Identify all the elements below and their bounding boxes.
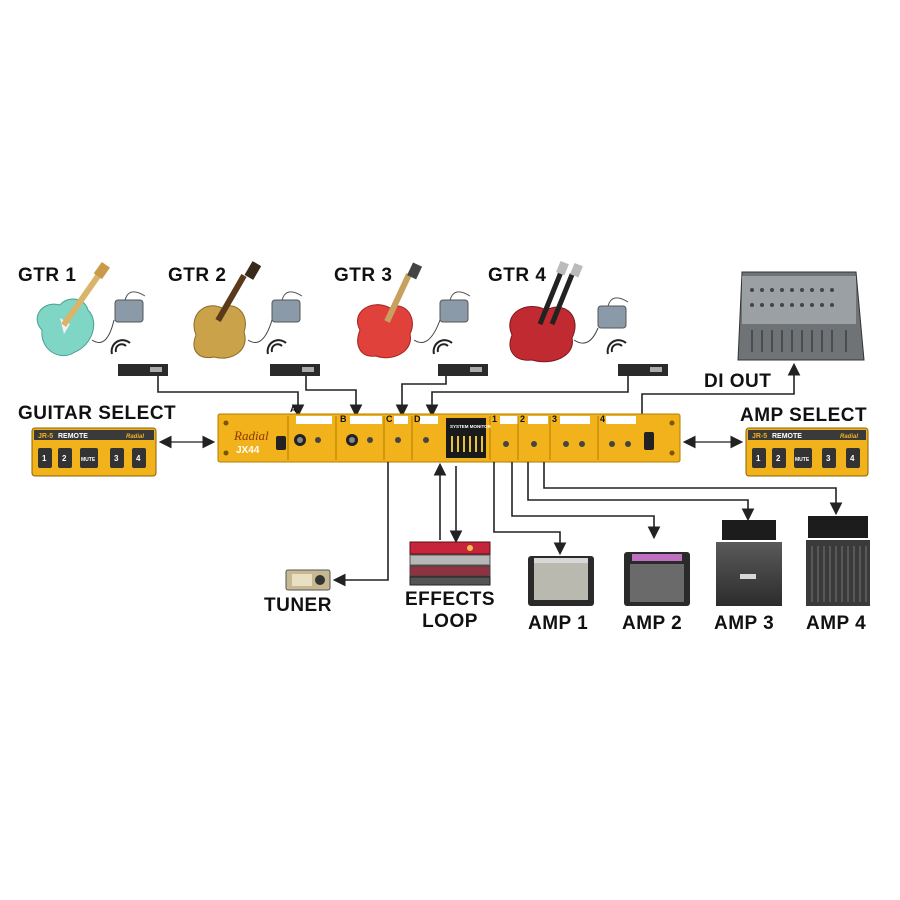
input-a-label: A — [290, 404, 297, 414]
cable-gtr3-to-input-c — [395, 376, 447, 418]
wireless-3-icon — [432, 339, 453, 355]
cable-to-amp2 — [511, 462, 661, 540]
remote-right-button-1: 1 — [756, 454, 761, 463]
remote-right-brand: Radial — [840, 434, 858, 440]
remote-left-brand: Radial — [126, 434, 144, 440]
amp-1-icon — [528, 556, 594, 606]
remote-left-button-3: 3 — [114, 454, 119, 463]
amp-3-icon — [716, 520, 782, 606]
amp1-label: AMP 1 — [528, 613, 589, 634]
cable-di-out-to-mixer — [641, 362, 801, 414]
remote-left-button-mute: MUTE — [81, 457, 96, 463]
effects-loop-label-line1: EFFECTS — [404, 589, 496, 610]
remote-left-badge: JR-5 — [38, 433, 53, 440]
input-c-label: C — [386, 414, 393, 424]
remote-left-name: REMOTE — [58, 433, 88, 440]
receiver-4-icon — [618, 364, 668, 376]
wireless-2-icon — [266, 339, 287, 355]
cable-gtr2-to-input-b — [305, 376, 363, 418]
guitar-select-remote — [31, 427, 157, 477]
brand-logo: Radial — [233, 428, 269, 443]
output-1-label: 1 — [492, 414, 497, 424]
guitar-3-icon — [357, 262, 423, 359]
amp3-label: AMP 3 — [714, 613, 775, 634]
cable-to-tuner — [332, 462, 389, 587]
model-name: JX44 — [236, 445, 260, 456]
guitar-1-icon — [36, 261, 110, 357]
guitar-select-label: GUITAR SELECT — [18, 403, 177, 424]
remote-right-button-mute: MUTE — [795, 457, 810, 463]
amp2-label: AMP 2 — [622, 613, 683, 634]
di-out-label: DI OUT — [704, 371, 772, 392]
output-4-label: 4 — [600, 414, 605, 424]
gtr3-label: GTR 3 — [334, 265, 393, 286]
amp-2-icon — [624, 552, 690, 606]
remote-right-badge: JR-5 — [752, 433, 767, 440]
cable-to-amp4 — [543, 462, 843, 516]
cable-gtr1-to-input-a — [157, 376, 305, 418]
remote-right-button-2: 2 — [776, 454, 781, 463]
input-d-label: D — [414, 414, 421, 424]
remote-right-button-3: 3 — [826, 454, 831, 463]
effects-loop-label-line2: LOOP — [422, 611, 478, 632]
output-3-label: 3 — [552, 414, 557, 424]
gtr1-label: GTR 1 — [18, 265, 77, 286]
beltpack-3-icon — [439, 291, 471, 323]
remote-left-button-2: 2 — [62, 454, 67, 463]
cable-to-amp1 — [493, 462, 567, 556]
tuner-icon — [285, 569, 331, 591]
remote-right-button-4: 4 — [850, 454, 855, 463]
amp4-label: AMP 4 — [806, 613, 867, 634]
receiver-3-icon — [438, 364, 488, 376]
mixer-icon — [737, 271, 865, 361]
jx44-unit — [217, 413, 681, 463]
effects-rack-icon — [409, 541, 491, 586]
cable-to-amp3 — [527, 462, 755, 522]
gtr4-label: GTR 4 — [488, 265, 547, 286]
amp-4-icon — [806, 516, 870, 606]
guitar-2-icon — [193, 261, 262, 359]
beltpack-2-icon — [271, 291, 303, 323]
receiver-2-icon — [270, 364, 320, 376]
remote-left-button-4: 4 — [136, 454, 141, 463]
input-b-label: B — [340, 414, 347, 424]
wireless-1-icon — [110, 339, 131, 355]
system-monitor-label: SYSTEM MONITOR — [450, 424, 492, 429]
tuner-label: TUNER — [264, 595, 332, 616]
guitar-4-icon — [509, 260, 583, 363]
beltpack-4-icon — [597, 297, 629, 329]
receiver-1-icon — [118, 364, 168, 376]
output-2-label: 2 — [520, 414, 525, 424]
remote-left-button-1: 1 — [42, 454, 47, 463]
amp-select-remote — [745, 427, 869, 477]
cable-gtr4-to-input-d — [425, 376, 629, 418]
wireless-4-icon — [606, 339, 627, 355]
beltpack-1-icon — [114, 291, 146, 323]
gtr2-label: GTR 2 — [168, 265, 227, 286]
amp-select-label: AMP SELECT — [740, 405, 868, 426]
remote-right-name: REMOTE — [772, 433, 802, 440]
